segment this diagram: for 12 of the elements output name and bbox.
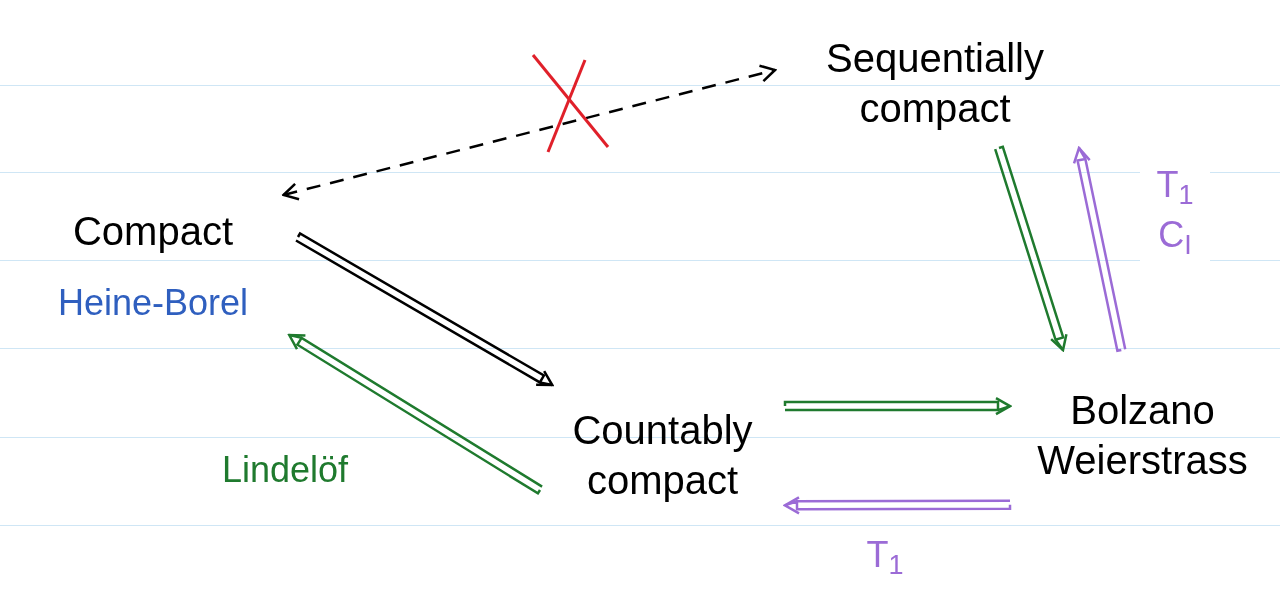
node-label: Heine-Borel xyxy=(57,280,249,325)
node-label: Bolzano Weierstrass xyxy=(1036,387,1249,484)
arrow xyxy=(294,231,554,387)
node-label: Countably compact xyxy=(571,407,754,504)
node-label: Compact xyxy=(72,207,234,255)
arrow xyxy=(1072,146,1127,353)
arrow xyxy=(288,333,544,496)
arrow xyxy=(783,396,1012,416)
arrow xyxy=(783,496,1012,515)
arrow xyxy=(993,145,1068,352)
arrow xyxy=(282,64,777,201)
node-label: Sequentially compact xyxy=(825,35,1045,132)
